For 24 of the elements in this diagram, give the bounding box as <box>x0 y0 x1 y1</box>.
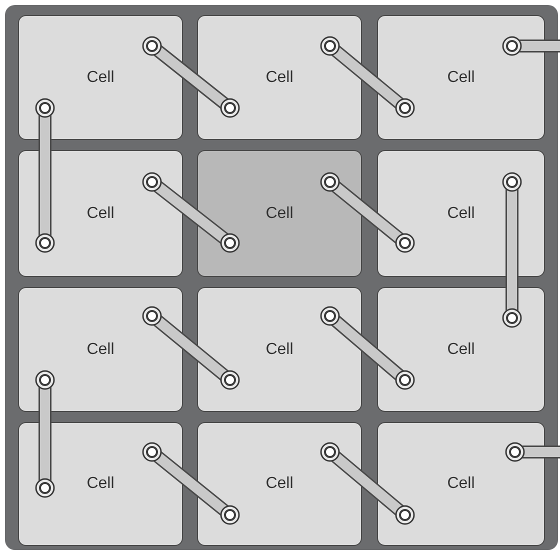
cell-label: Cell <box>447 68 475 86</box>
battery-cell <box>197 287 362 412</box>
cell-label: Cell <box>86 204 114 222</box>
cell-label: Cell <box>86 340 114 358</box>
cell-label: Cell <box>266 204 294 222</box>
cell-label: Cell <box>447 475 475 493</box>
battery-cell <box>18 15 183 140</box>
cell-label: Cell <box>447 204 475 222</box>
cell-label: Cell <box>86 68 114 86</box>
battery-cell <box>18 150 183 277</box>
cell-label: Cell <box>266 68 294 86</box>
cell-label: Cell <box>86 475 114 493</box>
battery-cell <box>377 15 545 140</box>
battery-cell <box>197 422 362 546</box>
cell-label: Cell <box>447 340 475 358</box>
battery-cell <box>197 150 362 277</box>
cell-label: Cell <box>266 475 294 493</box>
battery-cell <box>18 287 183 412</box>
battery-cell <box>197 15 362 140</box>
battery-cell <box>377 422 545 546</box>
battery-cell <box>377 287 545 412</box>
cell-label: Cell <box>266 340 294 358</box>
battery-cell <box>377 150 545 277</box>
battery-cell <box>18 422 183 546</box>
